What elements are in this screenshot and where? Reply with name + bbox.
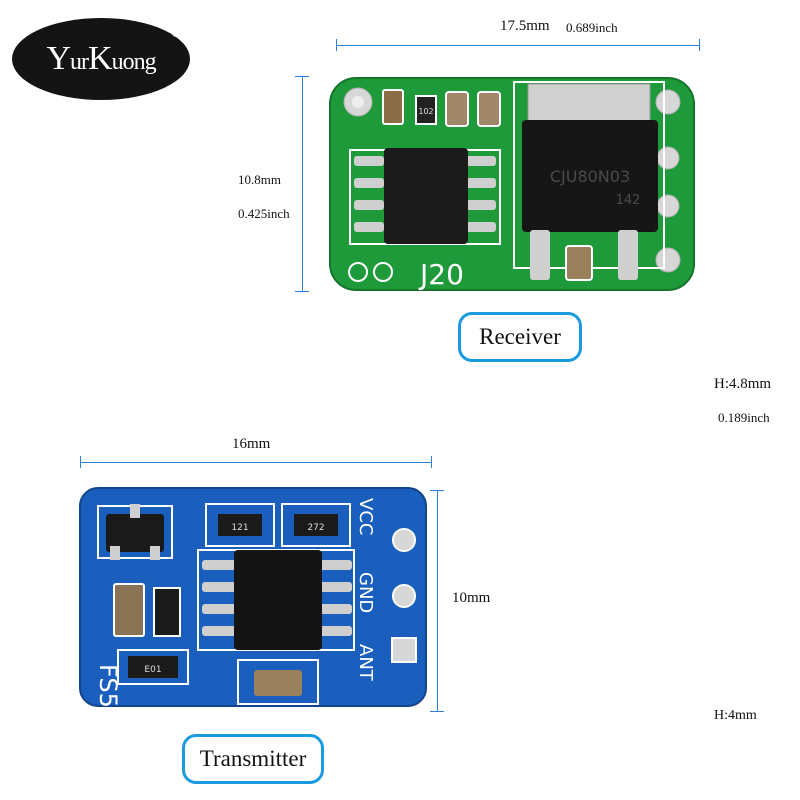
transmitter-width-tick-left <box>80 456 81 468</box>
receiver-capacitor <box>445 91 469 127</box>
receiver-resistor <box>415 95 437 125</box>
brand-logo: YurKuong ® <box>12 18 190 100</box>
receiver-thickness-inch: 0.189inch <box>718 410 770 425</box>
transmitter-pad <box>392 584 416 608</box>
transmitter-height-tick-bottom <box>430 711 444 712</box>
transmitter-resistor <box>218 514 262 536</box>
transmitter-resistor-code-3: E01 <box>144 665 161 675</box>
receiver-chip-marking: CJU80N03 <box>550 167 630 186</box>
transmitter-silkscreen: FS50 <box>94 664 122 710</box>
receiver-pad <box>655 247 681 273</box>
receiver-width-inch: 0.689inch <box>566 20 618 35</box>
logo-text: YurKuong <box>46 40 156 77</box>
transmitter-resistor <box>153 587 181 637</box>
transmitter-capacitor <box>254 670 302 696</box>
transmitter-height-mm: 10mm <box>452 590 491 606</box>
transmitter-pin-label-vcc: VCC <box>355 498 376 535</box>
transmitter-transistor <box>106 514 164 552</box>
receiver-pad <box>655 89 681 115</box>
receiver-capacitor <box>477 91 501 127</box>
transmitter-height-line <box>437 490 438 712</box>
receiver-width-line <box>336 45 700 46</box>
transmitter-thickness-mm: H:4mm <box>714 708 757 723</box>
receiver-capacitor <box>382 89 404 125</box>
transmitter-label: Transmitter <box>182 734 324 784</box>
transmitter-resistor <box>128 656 178 678</box>
receiver-label: Receiver <box>458 312 582 362</box>
receiver-height-mm: 10.8mm <box>238 172 281 187</box>
receiver-ic <box>384 148 468 244</box>
receiver-width-tick-right <box>699 39 700 51</box>
receiver-resistor-code: 102 <box>418 107 433 116</box>
receiver-pad <box>656 146 680 170</box>
receiver-pcb-image: 102 CJU80N03 142 J20 <box>329 77 695 291</box>
receiver-height-inch: 0.425inch <box>238 206 290 221</box>
transmitter-capacitor <box>113 583 145 637</box>
transmitter-pin-label-ant: ANT <box>355 644 376 682</box>
transmitter-height-tick-top <box>430 490 444 491</box>
transmitter-width-tick-right <box>431 456 432 468</box>
transmitter-pad <box>391 637 417 663</box>
transmitter-pcb-image: 121 272 E01 FS50 VCC GND ANT <box>79 487 427 710</box>
transmitter-pin-label-gnd: GND <box>355 572 376 613</box>
transmitter-width-mm: 16mm <box>232 436 271 452</box>
receiver-width-mm: 17.5mm <box>500 18 550 34</box>
transmitter-resistor <box>294 514 338 536</box>
transmitter-width-line <box>80 462 432 463</box>
receiver-thickness-mm: H:4.8mm <box>714 376 772 392</box>
receiver-pad <box>656 194 680 218</box>
receiver-height-tick-top <box>295 76 309 77</box>
receiver-height-tick-bottom <box>295 291 309 292</box>
receiver-width-tick-left <box>336 39 337 51</box>
logo-registered-mark: ® <box>171 28 180 40</box>
receiver-height-line <box>302 76 303 292</box>
transmitter-ic <box>234 550 322 650</box>
receiver-silkscreen: J20 <box>418 258 464 291</box>
transmitter-resistor-code-2: 272 <box>307 523 324 533</box>
transmitter-pad <box>392 528 416 552</box>
receiver-mosfet <box>522 120 658 232</box>
receiver-chip-code: 142 <box>616 193 641 208</box>
transmitter-resistor-code-1: 121 <box>231 523 248 533</box>
